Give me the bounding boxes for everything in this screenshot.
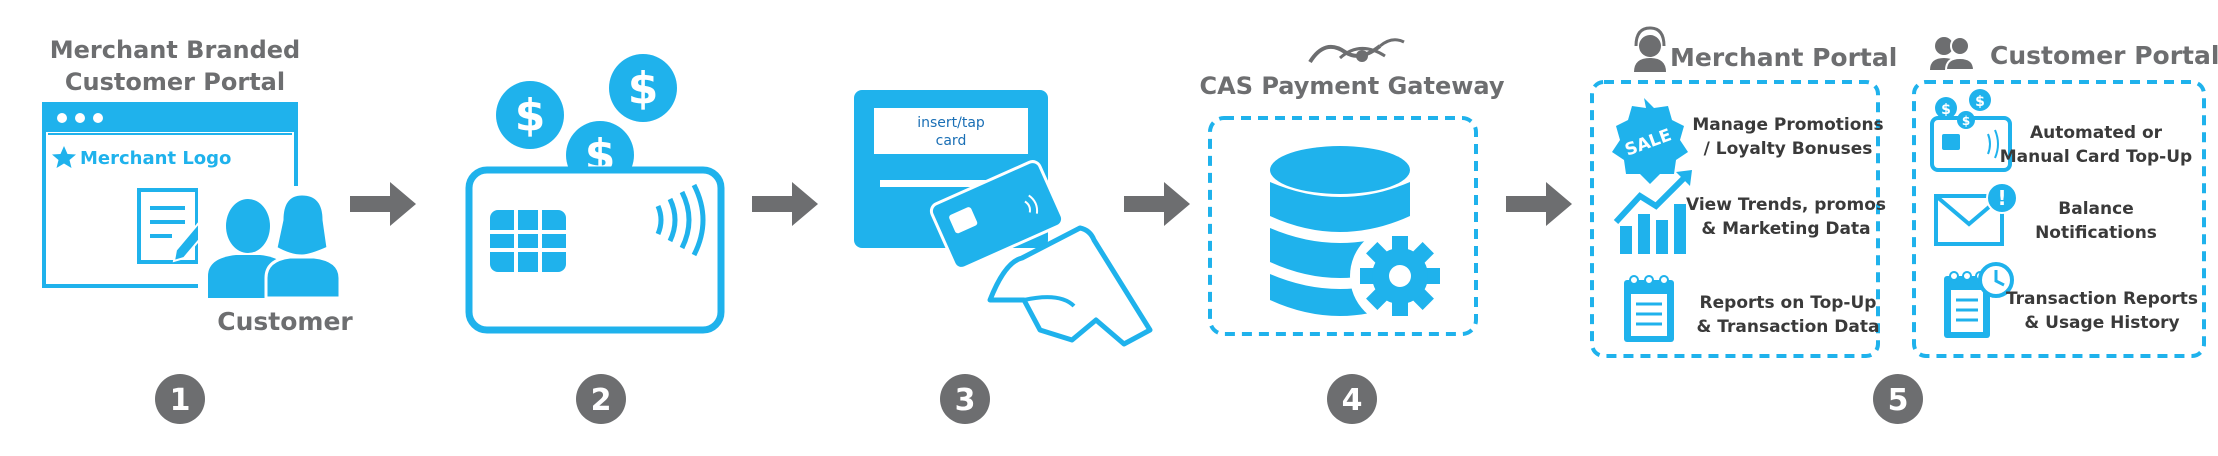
customer-item-1-line1: Automated or (2030, 123, 2163, 143)
customer-portal-group: Customer Portal $ $ $ Automated or Manua… (1912, 36, 2218, 358)
step-number-1: 1 (155, 374, 205, 424)
svg-text:$: $ (1941, 102, 1951, 118)
merchant-portal-title: Merchant Portal (1670, 43, 1897, 72)
step-1-group: Merchant Branded Customer Portal Merchan… (42, 36, 353, 336)
terminal-screen-line1: insert/tap (917, 115, 985, 131)
step-number-5: 5 (1873, 374, 1923, 424)
merchant-logo-text: Merchant Logo (80, 148, 231, 169)
svg-text:$: $ (1962, 114, 1970, 128)
step-4-group: CAS Payment Gateway (1200, 38, 1505, 336)
customer-portal-title: Customer Portal (1990, 41, 2218, 70)
notepad-icon (1624, 275, 1674, 342)
customer-item-3-line1: Transaction Reports (2006, 289, 2198, 309)
step-number-3: 3 (940, 374, 990, 424)
sale-badge-icon: SALE (1612, 98, 1688, 184)
svg-text:1: 1 (170, 383, 191, 418)
arrow-4-icon (1506, 182, 1572, 226)
svg-text:2: 2 (591, 383, 612, 418)
support-agent-icon (1634, 26, 1666, 72)
merchant-item-3-line1: Reports on Top-Up (1700, 293, 1877, 313)
users-icon (1930, 36, 1976, 71)
arrow-2-icon (752, 182, 818, 226)
svg-text:5: 5 (1888, 383, 1909, 418)
step-number-2: 2 (576, 374, 626, 424)
report-clock-icon (1944, 262, 2014, 338)
gateway-title: CAS Payment Gateway (1200, 72, 1505, 100)
svg-text:$: $ (628, 63, 659, 114)
step-3-group: insert/tap card (854, 90, 1153, 347)
dollar-coin-icon: $ (609, 54, 677, 122)
svg-text:4: 4 (1342, 383, 1363, 418)
svg-text:$: $ (1975, 94, 1985, 110)
smart-card-icon (465, 166, 725, 334)
gear-icon (1350, 226, 1450, 326)
step-number-4: 4 (1327, 374, 1377, 424)
card-top-up-icon: $ $ $ (1930, 89, 2012, 172)
customers-icon (198, 186, 348, 300)
merchant-item-1-line1: Manage Promotions (1692, 115, 1883, 135)
svg-text:$: $ (515, 90, 546, 141)
star-icon (52, 146, 76, 168)
hand-card-icon (929, 160, 1153, 347)
step1-title-line2: Customer Portal (65, 68, 285, 96)
customer-item-2-line1: Balance (2058, 199, 2133, 219)
customer-portal-frame (1912, 80, 2206, 358)
browser-window-icon (42, 102, 298, 288)
customer-item-2-line2: Notifications (2035, 223, 2157, 243)
arrow-3-icon (1124, 182, 1190, 226)
merchant-item-2-line1: View Trends, promos (1686, 195, 1886, 215)
dollar-coin-icon: $ (496, 81, 564, 149)
merchant-portal-frame (1590, 80, 1880, 358)
customer-label: Customer (217, 307, 353, 336)
merchant-item-3-line2: & Transaction Data (1697, 317, 1880, 337)
merchant-item-1-line2: / Loyalty Bonuses (1704, 139, 1873, 159)
terminal-screen-line2: card (936, 133, 967, 149)
step1-title-line1: Merchant Branded (50, 36, 300, 64)
customer-item-3-line2: & Usage History (2024, 313, 2179, 333)
cas-logo-icon (1308, 38, 1405, 64)
trend-chart-icon (1613, 170, 1692, 254)
gateway-frame (1208, 116, 1478, 336)
step-2-group: $ $ $ (465, 54, 725, 334)
merchant-item-2-line2: & Marketing Data (1701, 219, 1870, 239)
customer-item-1-line2: Manual Card Top-Up (2000, 147, 2192, 167)
svg-text:3: 3 (955, 383, 976, 418)
svg-text:!: ! (1997, 186, 2006, 210)
envelope-alert-icon: ! (1934, 182, 2018, 246)
arrow-1-icon (350, 182, 416, 226)
merchant-portal-group: Merchant Portal SALE Manage Promotions /… (1590, 26, 1897, 358)
